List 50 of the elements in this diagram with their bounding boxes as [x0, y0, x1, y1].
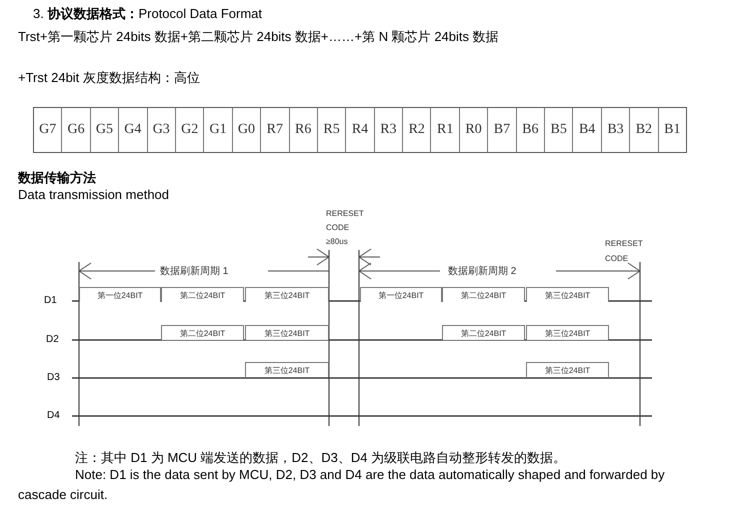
table-cell: R6 [288, 108, 317, 152]
table-cell: R4 [345, 108, 374, 152]
signal-label: D1 [44, 294, 57, 308]
data-block: 第一位24BIT [360, 287, 442, 302]
section-heading: 3. 协议数据格式：Protocol Data Format [33, 5, 262, 23]
table-cell: R3 [374, 108, 402, 152]
reset-code-label: RERESET CODE [605, 238, 644, 266]
table-cell: G3 [146, 108, 175, 152]
table-cell: R0 [458, 108, 488, 152]
signal-label: D3 [47, 371, 60, 385]
body-text: +Trst 24bit 灰度数据结构：高位 [18, 69, 200, 87]
data-block: 第三位24BIT [245, 362, 329, 377]
table-cell: R5 [316, 108, 346, 152]
table-cell: G5 [90, 108, 118, 152]
table-cell: G4 [118, 108, 147, 152]
table-cell: R7 [260, 108, 289, 152]
table-cell: R2 [402, 108, 430, 152]
body-text: Trst+第一颗芯片 24bits 数据+第二颗芯片 24bits 数据+……+第 N 颗芯片 24bits 数据 [18, 28, 500, 46]
table-cell: B6 [516, 108, 544, 152]
data-block: 第三位24BIT [245, 287, 329, 302]
table-cell: B3 [600, 108, 630, 152]
note-text: Note: D1 is the data sent by MCU, D2, D3 and D4 are the data automatically shaped and forwarded by cascade circuit. [18, 466, 666, 504]
table-cell: R1 [430, 108, 459, 152]
cycle-label: 数据刷新周期 2 [448, 264, 516, 279]
table-cell-text: G7 [38, 121, 58, 139]
signal-label: D2 [46, 333, 59, 347]
table-cell: G2 [174, 108, 204, 152]
table-cell: G0 [232, 108, 260, 152]
table-cell: B2 [629, 108, 658, 152]
data-block: 第一位24BIT [79, 287, 161, 302]
data-block: 第二位24BIT [442, 325, 525, 340]
cycle-label: 数据刷新周期 1 [160, 264, 228, 279]
table-cell: G6 [61, 108, 90, 152]
section-heading: 数据传输方法 [18, 169, 96, 187]
table-cell: B1 [658, 108, 686, 152]
data-block: 第三位24BIT [526, 362, 609, 377]
signal-label: D4 [47, 409, 60, 423]
data-block: 第三位24BIT [526, 287, 609, 302]
table-cell: B4 [572, 108, 601, 152]
table-cell: B7 [487, 108, 516, 152]
section-subheading: Data transmission method [18, 186, 170, 204]
data-block: 第二位24BIT [442, 287, 525, 302]
data-block: 第三位24BIT [526, 325, 609, 340]
data-block: 第二位24BIT [161, 287, 244, 302]
data-block: 第三位24BIT [245, 325, 329, 340]
data-block: 第二位24BIT [161, 325, 244, 340]
reset-code-label: RERESET CODE ≥80us [326, 208, 365, 248]
note-text: 注：其中 D1 为 MCU 端发送的数据，D2、D3、D4 为级联电路自动整形转发的数据。 [74, 449, 568, 467]
table-cell: G1 [203, 108, 232, 152]
table-cell: B5 [544, 108, 572, 152]
